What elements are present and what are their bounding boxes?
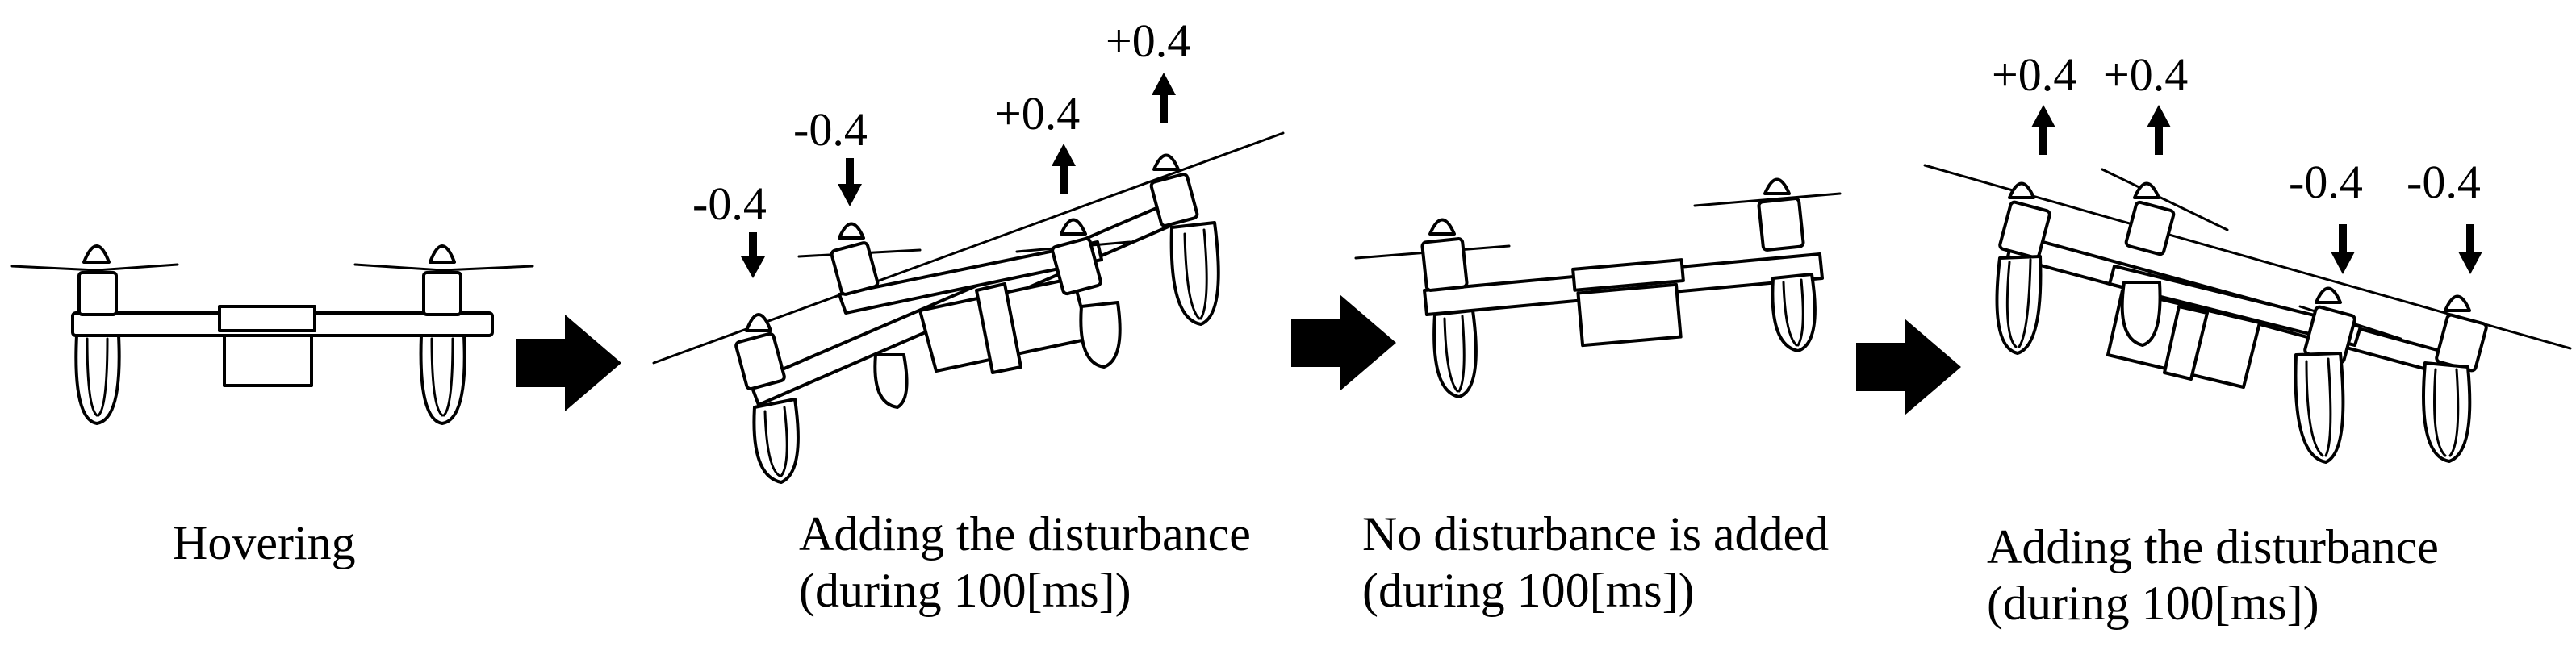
motor-delta-label: +0.4 <box>1992 48 2076 101</box>
panel-no-disturbance: No disturbance is added (during 100[ms]) <box>1354 177 1842 617</box>
caption-line: Adding the disturbance <box>1987 520 2439 573</box>
drone-tilted-1 <box>652 131 1285 484</box>
down-arrow-icon <box>2331 224 2355 274</box>
caption-line: No disturbance is added <box>1362 507 1829 561</box>
up-arrow-icon <box>1052 144 1076 194</box>
down-arrow-icon <box>741 232 765 278</box>
drone-recovering <box>1354 177 1842 398</box>
caption-line: Adding the disturbance <box>799 507 1251 561</box>
motor-delta-label: -0.4 <box>793 103 868 156</box>
sequence-arrow-icon <box>1856 319 1961 415</box>
panel-disturbance-1: -0.4 -0.4 +0.4 +0.4 Adding the disturban… <box>652 15 1285 617</box>
motor-delta-label: +0.4 <box>1106 15 1190 67</box>
panel-hovering: Hovering <box>10 244 534 569</box>
caption-line: (during 100[ms]) <box>1362 564 1695 617</box>
motor-delta-label: +0.4 <box>995 87 1080 140</box>
motor-delta-label: +0.4 <box>2103 48 2188 101</box>
caption-line: (during 100[ms]) <box>1987 577 2319 630</box>
motor-delta-label: -0.4 <box>2407 156 2481 208</box>
up-arrow-icon <box>1152 73 1176 123</box>
motor-delta-label: -0.4 <box>692 177 767 230</box>
caption-line: (during 100[ms]) <box>799 564 1131 617</box>
up-arrow-icon <box>2147 105 2171 155</box>
drone-hovering <box>10 244 534 425</box>
sequence-arrow-icon <box>516 315 621 411</box>
drone-tilted-2 <box>1923 164 2572 464</box>
sequence-arrow-icon <box>1291 294 1396 391</box>
down-arrow-icon <box>2458 224 2482 274</box>
panel-disturbance-2: +0.4 +0.4 -0.4 -0.4 Adding the disturban… <box>1923 48 2572 630</box>
caption-line: Hovering <box>173 516 356 569</box>
motor-delta-label: -0.4 <box>2289 156 2363 208</box>
down-arrow-icon <box>838 158 862 206</box>
up-arrow-icon <box>2031 105 2055 155</box>
